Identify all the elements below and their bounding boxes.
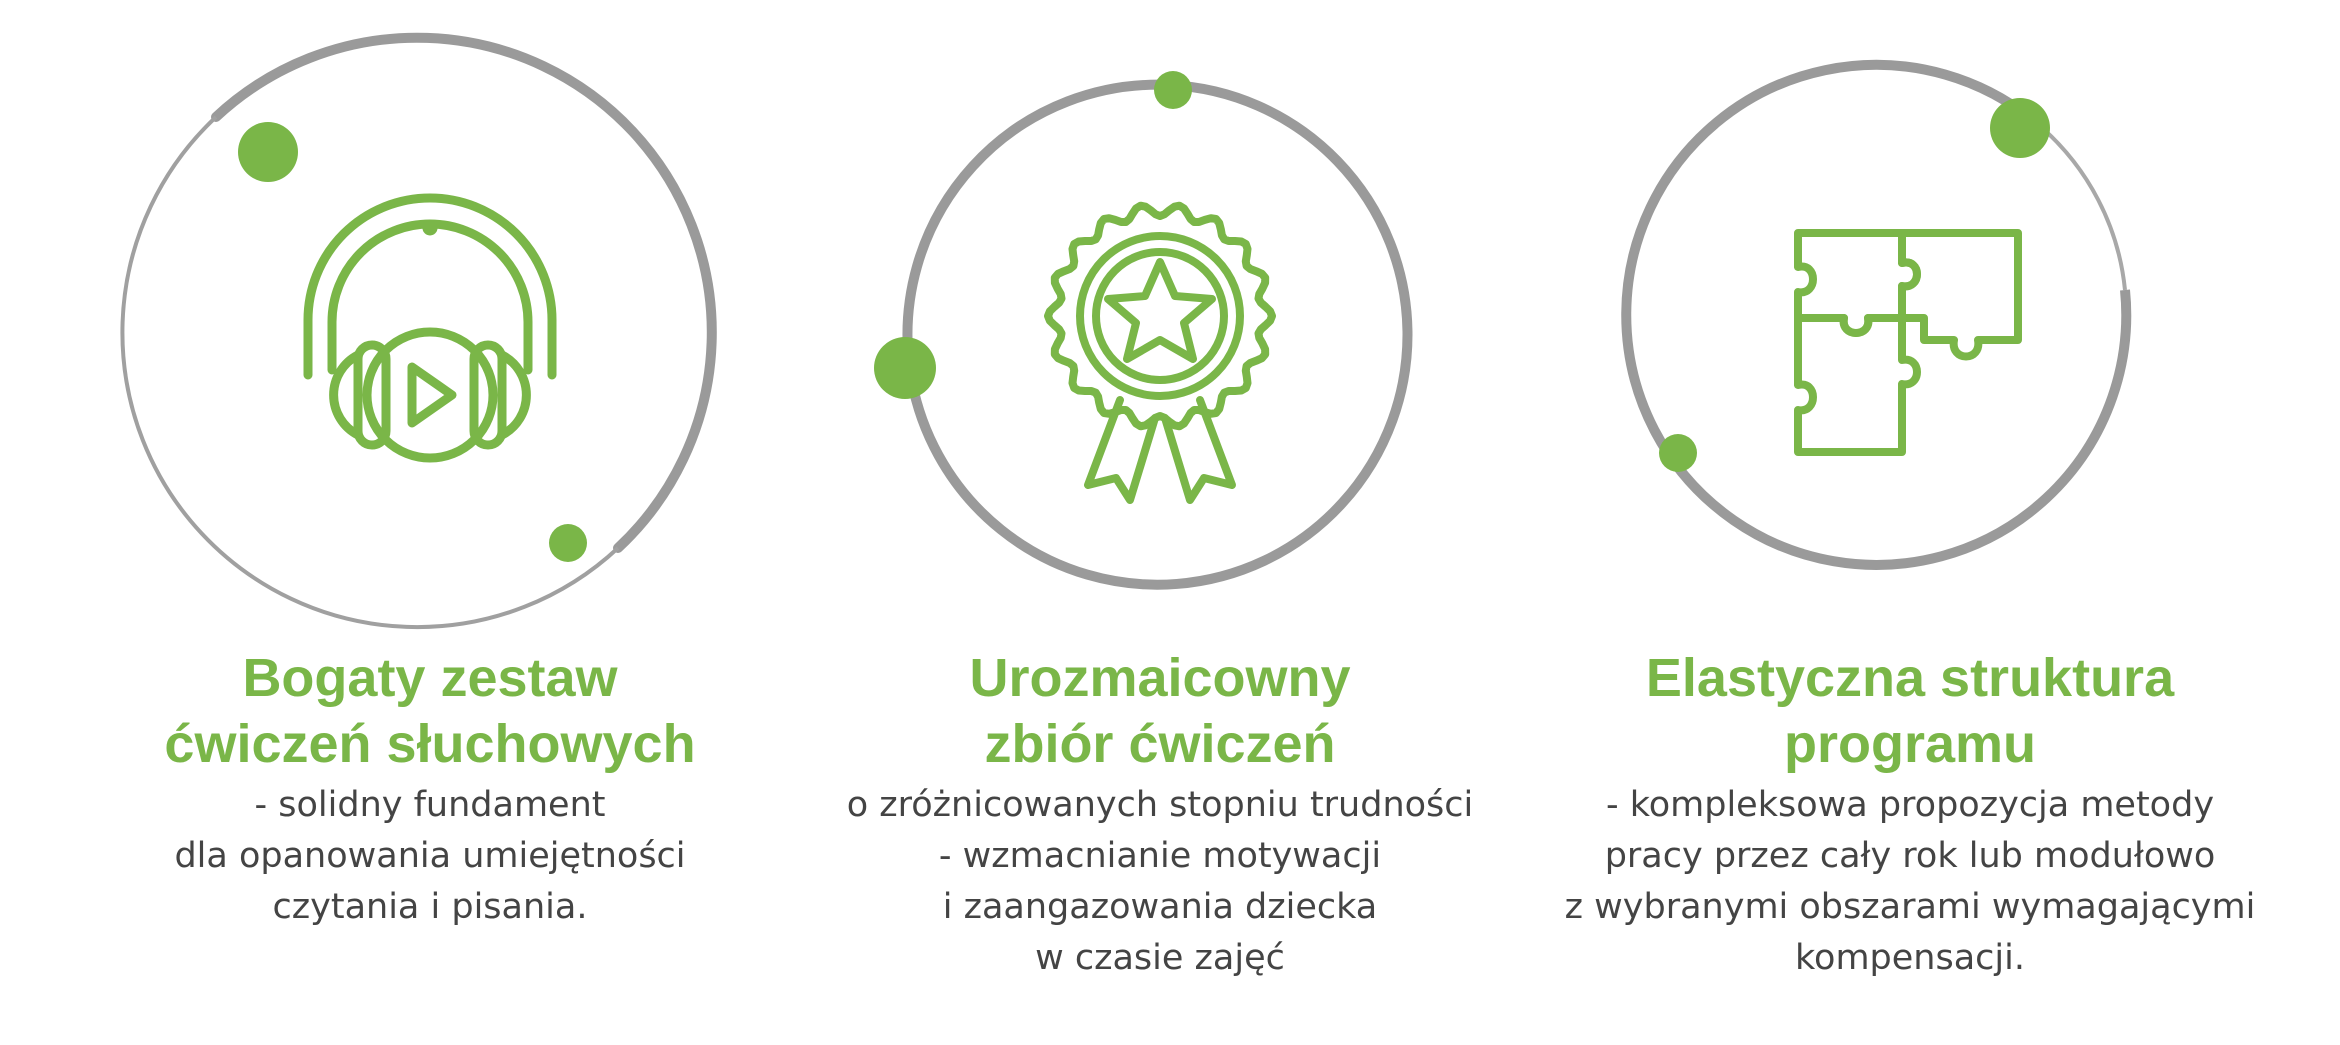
feature-2-description: o zróżnicowanych stopniu trudności - wzm… (770, 780, 1550, 984)
feature-3-description: - kompleksowa propozycja metody pracy pr… (1520, 780, 2300, 984)
award-rosette-star-icon (1044, 201, 1276, 504)
feature-1-ring (120, 32, 717, 630)
feature-card-3: Elastyczna struktura programu - kompleks… (1520, 0, 2300, 1045)
feature-description-line: o zróżnicowanych stopniu trudności (846, 785, 1474, 825)
feature-2-title: Urozmaicowny zbiór ćwiczeń (770, 645, 1550, 777)
feature-description-line: i zaangazowania dziecka (942, 887, 1378, 927)
feature-card-1: Bogaty zestaw ćwiczeń słuchowych - solid… (40, 0, 820, 1045)
feature-description-line: z wybranymi obszarami wymagającymi (1564, 887, 2256, 927)
feature-title-line: programu (1783, 714, 2037, 774)
feature-3-title: Elastyczna struktura programu (1520, 645, 2300, 777)
feature-2-ring (874, 71, 1413, 590)
feature-description-line: - solidny fundament (254, 785, 606, 825)
feature-3-ring (1621, 59, 2132, 570)
feature-title-line: Urozmaicowny (969, 648, 1351, 708)
feature-description-line: pracy przez cały rok lub modułowo (1604, 836, 2216, 876)
accent-dot (1154, 71, 1192, 109)
feature-description-line: - wzmacnianie motywacji (938, 836, 1382, 876)
feature-description-line: czytania i pisania. (272, 887, 588, 927)
headphones-play-icon (303, 193, 557, 463)
accent-dot (1659, 434, 1697, 472)
accent-dot (1990, 98, 2050, 158)
feature-description-line: dla opanowania umiejętności (174, 836, 686, 876)
accent-dot (874, 337, 936, 399)
feature-1-description: - solidny fundament dla opanowania umiej… (40, 780, 820, 933)
accent-dot (238, 122, 298, 182)
feature-description-line: w czasie zajęć (1035, 938, 1285, 978)
feature-description-line: kompensacji. (1795, 938, 2025, 978)
feature-1-title: Bogaty zestaw ćwiczeń słuchowych (40, 645, 820, 777)
feature-title-line: Elastyczna struktura (1645, 648, 2175, 708)
feature-title-line: zbiór ćwiczeń (984, 714, 1336, 774)
feature-title-line: ćwiczeń słuchowych (164, 714, 696, 774)
puzzle-pieces-icon (1794, 229, 2022, 456)
feature-title-line: Bogaty zestaw (242, 648, 618, 708)
feature-description-line: - kompleksowa propozycja metody (1605, 785, 2215, 825)
feature-card-2: Urozmaicowny zbiór ćwiczeń o zróżnicowan… (770, 0, 1550, 1045)
accent-dot (549, 524, 587, 562)
